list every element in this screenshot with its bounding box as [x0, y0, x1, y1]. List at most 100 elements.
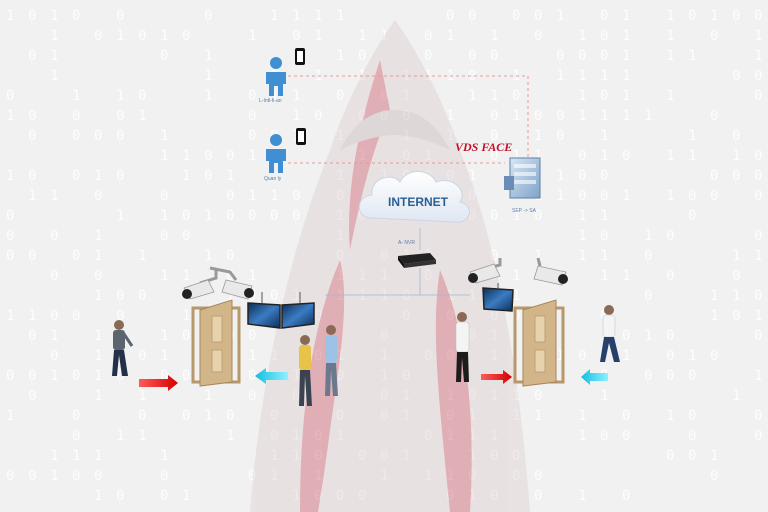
- binary-digit: 1: [490, 328, 498, 344]
- binary-digit: 0: [402, 368, 410, 384]
- binary-digit: 0: [556, 48, 564, 64]
- binary-digit: 1: [556, 188, 564, 204]
- binary-digit: 1: [314, 28, 322, 44]
- binary-digit: 1: [204, 248, 212, 264]
- cloud-label: INTERNET: [388, 195, 448, 209]
- binary-digit: 1: [138, 248, 146, 264]
- phone-icon: [295, 48, 305, 65]
- binary-digit: 0: [534, 488, 542, 504]
- binary-digit: 1: [94, 448, 102, 464]
- binary-digit: 0: [600, 168, 608, 184]
- binary-digit: 0: [490, 488, 498, 504]
- binary-digit: 1: [468, 408, 476, 424]
- binary-digit: 0: [490, 308, 498, 324]
- binary-digit: 0: [622, 148, 630, 164]
- binary-digit: 1: [446, 28, 454, 44]
- binary-digit: 0: [204, 168, 212, 184]
- binary-digit: 1: [314, 468, 322, 484]
- binary-digit: 0: [182, 368, 190, 384]
- binary-digit: 1: [754, 368, 762, 384]
- binary-digit: 1: [248, 188, 256, 204]
- binary-digit: 1: [578, 88, 586, 104]
- binary-digit: 1: [336, 208, 344, 224]
- camera-icon: [209, 266, 254, 300]
- binary-digit: 0: [358, 108, 366, 124]
- binary-digit: 1: [204, 388, 212, 404]
- binary-digit: 1: [336, 348, 344, 364]
- binary-digit: 1: [512, 388, 520, 404]
- binary-digit: 1: [688, 128, 696, 144]
- binary-digit: 0: [644, 248, 652, 264]
- binary-digit: 1: [336, 128, 344, 144]
- binary-digit: 1: [534, 248, 542, 264]
- binary-digit: 0: [710, 348, 718, 364]
- binary-digit: 0: [182, 208, 190, 224]
- binary-digit: 0: [116, 168, 124, 184]
- binary-digit: 1: [160, 208, 168, 224]
- binary-digit: 1: [50, 188, 58, 204]
- binary-digit: 1: [490, 88, 498, 104]
- binary-digit: 1: [512, 268, 520, 284]
- person-figure: [455, 312, 470, 382]
- binary-digit: 1: [292, 8, 300, 24]
- binary-digit: 0: [534, 468, 542, 484]
- binary-digit: 1: [270, 188, 278, 204]
- binary-digit: 0: [28, 108, 36, 124]
- binary-digit: 1: [644, 328, 652, 344]
- binary-digit: 0: [314, 348, 322, 364]
- binary-digit: 1: [754, 48, 762, 64]
- binary-digit: 0: [380, 388, 388, 404]
- binary-digit: 1: [622, 108, 630, 124]
- binary-digit: 0: [754, 148, 762, 164]
- binary-digit: 1: [512, 208, 520, 224]
- binary-digit: 0: [336, 408, 344, 424]
- binary-digit: 0: [468, 208, 476, 224]
- binary-digit: 1: [292, 488, 300, 504]
- binary-digit: 1: [336, 428, 344, 444]
- binary-digit: 1: [402, 88, 410, 104]
- binary-digit: 0: [424, 428, 432, 444]
- binary-digit: 0: [380, 408, 388, 424]
- binary-digit: 0: [292, 388, 300, 404]
- user-icon: [266, 134, 286, 173]
- binary-digit: 1: [160, 28, 168, 44]
- binary-digit: 1: [380, 368, 388, 384]
- binary-digit: 0: [468, 8, 476, 24]
- binary-digit: 0: [358, 448, 366, 464]
- binary-digit: 1: [116, 428, 124, 444]
- nvr-icon: [398, 253, 436, 268]
- binary-digit: 1: [160, 148, 168, 164]
- binary-digit: 1: [600, 388, 608, 404]
- binary-digit: 0: [512, 468, 520, 484]
- binary-digit: 1: [380, 468, 388, 484]
- binary-digit: 1: [600, 268, 608, 284]
- binary-digit: 1: [50, 28, 58, 44]
- binary-digit: 0: [578, 168, 586, 184]
- binary-digit: 1: [204, 208, 212, 224]
- binary-digit: 0: [336, 488, 344, 504]
- binary-digit: 0: [578, 48, 586, 64]
- binary-digit: 1: [94, 248, 102, 264]
- binary-digit: 0: [270, 408, 278, 424]
- binary-digit: 0: [270, 208, 278, 224]
- binary-digit: 0: [710, 168, 718, 184]
- binary-digit: 1: [6, 408, 14, 424]
- binary-digit: 1: [600, 68, 608, 84]
- binary-digit: 0: [754, 88, 762, 104]
- binary-digit: 1: [292, 448, 300, 464]
- binary-digit: 0: [50, 348, 58, 364]
- binary-digit: 1: [754, 28, 762, 44]
- binary-digit: 0: [226, 268, 234, 284]
- binary-digit: 1: [468, 168, 476, 184]
- user-label: Quan ly: [264, 176, 282, 182]
- binary-digit: 1: [292, 428, 300, 444]
- binary-digit: 0: [314, 488, 322, 504]
- binary-digit: 0: [50, 308, 58, 324]
- binary-digit: 0: [732, 68, 740, 84]
- binary-digit: 0: [688, 208, 696, 224]
- binary-digit: 1: [578, 228, 586, 244]
- binary-digit: 1: [446, 388, 454, 404]
- binary-digit: 0: [182, 328, 190, 344]
- binary-digit: 1: [710, 308, 718, 324]
- binary-digit: 1: [600, 108, 608, 124]
